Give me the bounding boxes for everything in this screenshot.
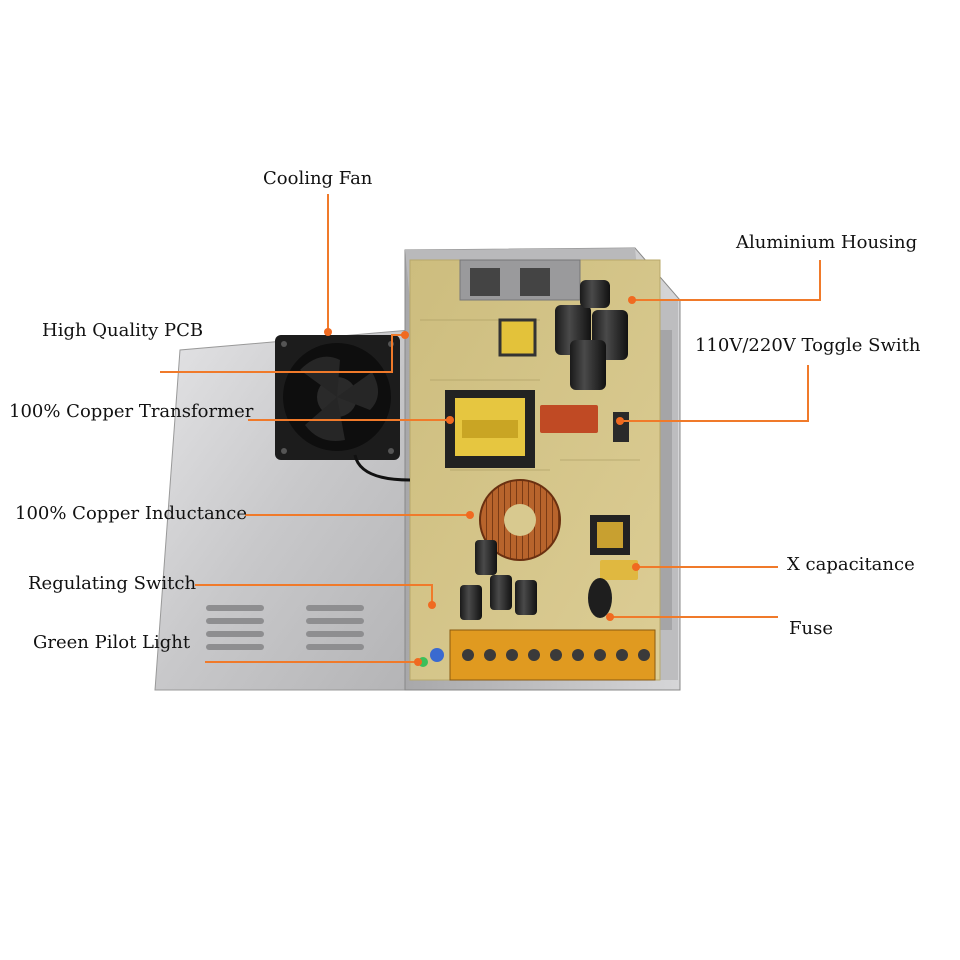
vent-slots — [206, 605, 364, 650]
regulating-potentiometer — [430, 648, 444, 662]
terminal-block — [449, 629, 656, 681]
label-green-pilot-light: Green Pilot Light — [33, 632, 191, 653]
label-copper-inductance: 100% Copper Inductance — [15, 503, 248, 524]
label-cooling-fan: Cooling Fan — [263, 168, 373, 189]
fan-cable — [353, 454, 411, 482]
toggle-switch — [613, 412, 629, 442]
label-aluminium-housing: Aluminium Housing — [736, 232, 918, 253]
callout-lines — [160, 194, 821, 663]
label-fuse: Fuse — [789, 618, 833, 639]
label-toggle-switch: 110V/220V Toggle Swith — [695, 335, 921, 356]
copper-inductor — [479, 479, 561, 561]
fuse — [588, 578, 612, 618]
cooling-fan — [275, 335, 400, 460]
callout-dots — [324, 296, 640, 666]
label-copper-transformer: 100% Copper Transformer — [9, 401, 254, 422]
electrolytic-capacitors — [555, 280, 628, 390]
main-transformer — [445, 390, 535, 468]
label-high-quality-pcb: High Quality PCB — [42, 320, 204, 341]
x-capacitor — [600, 560, 638, 580]
label-x-capacitance: X capacitance — [787, 554, 915, 575]
choke — [590, 515, 630, 555]
filter-capacitors — [460, 540, 537, 620]
heatsink — [459, 259, 581, 301]
small-transformer — [498, 318, 537, 357]
film-capacitor — [540, 405, 598, 433]
label-regulating-switch: Regulating Switch — [28, 573, 197, 594]
